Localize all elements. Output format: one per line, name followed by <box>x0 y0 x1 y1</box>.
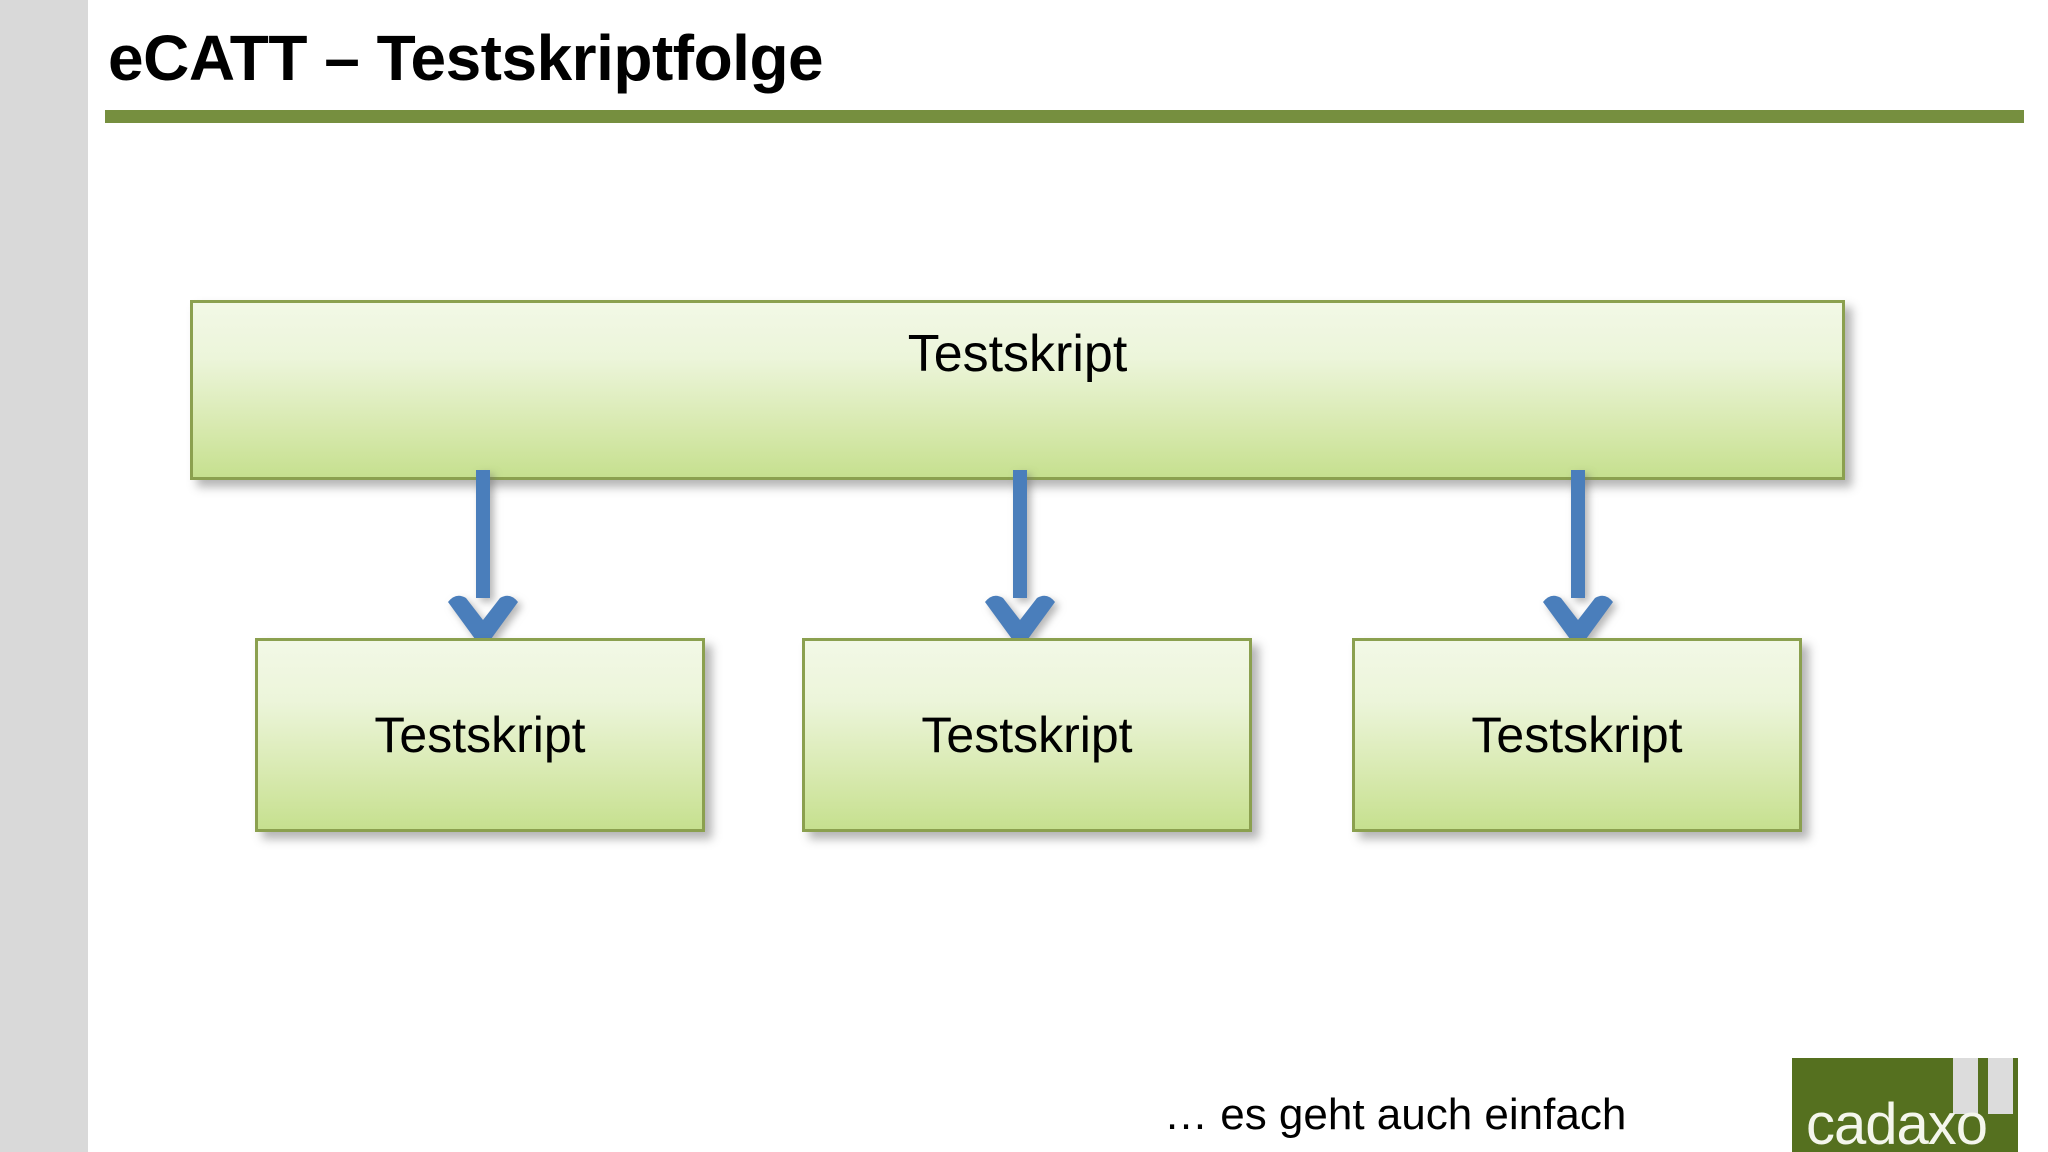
logo-wordmark: cadaxo <box>1806 1092 1988 1152</box>
footer-caption: … es geht auch einfach <box>1164 1090 1627 1139</box>
arrow-down-icon <box>448 470 518 650</box>
process-box-child-1[interactable]: Testskript <box>255 638 705 832</box>
process-box-child-2[interactable]: Testskript <box>802 638 1252 832</box>
cadaxo-logo: cadaxo <box>1792 1058 2018 1152</box>
left-accent-band <box>0 0 88 1152</box>
process-box-label: Testskript <box>921 707 1133 763</box>
process-box-child-3[interactable]: Testskript <box>1352 638 1802 832</box>
process-box-label: Testskript <box>374 707 586 763</box>
process-box-parent[interactable]: Testskript <box>190 300 1845 480</box>
process-box-label: Testskript <box>1471 707 1683 763</box>
page-title: eCATT – Testskriptfolge <box>108 22 824 94</box>
arrow-down-icon <box>1543 470 1613 650</box>
logo-bar-right <box>1988 1058 2013 1114</box>
arrow-down-icon <box>985 470 1055 650</box>
logo-bar-left <box>1953 1058 1978 1114</box>
process-box-label: Testskript <box>907 325 1128 383</box>
title-underline-rule <box>105 110 2024 123</box>
